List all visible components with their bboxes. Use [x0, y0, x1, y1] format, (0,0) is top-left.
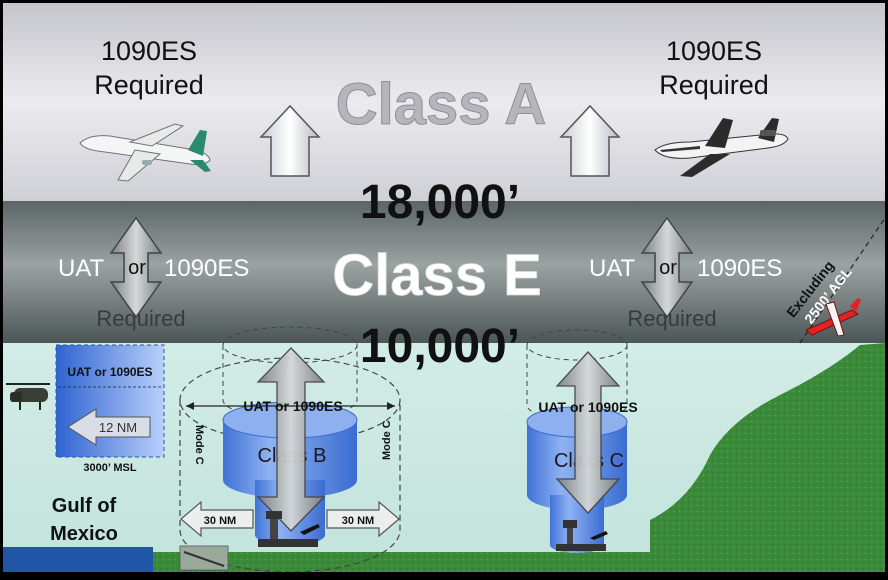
- class-e-right-required: Required: [627, 306, 716, 331]
- altitude-10000: 10,000’: [360, 320, 520, 373]
- gulf-distance-arrow: [67, 408, 151, 446]
- altitude-18000: 18,000’: [360, 176, 520, 229]
- control-tower-icon: [556, 520, 608, 551]
- gulf-msl: 3000’ MSL: [83, 462, 136, 474]
- gulf-airspace-box: [55, 344, 165, 458]
- class-b-double-arrow: [256, 347, 326, 532]
- dc10-icon: [654, 118, 789, 177]
- jetliner-icon: [79, 123, 211, 182]
- class-a-left-line2: Required: [94, 70, 204, 100]
- radius-right: 30 NM: [342, 515, 374, 527]
- gulf-box-label: UAT or 1090ES: [67, 365, 152, 379]
- class-a-up-arrow-right: [559, 104, 621, 177]
- radius-arrow-right: [326, 500, 400, 538]
- class-a-left-line1: 1090ES: [101, 36, 197, 66]
- class-c-equipment: UAT or 1090ES: [538, 399, 637, 415]
- class-e-band: [3, 201, 885, 343]
- helicopter-icon: [6, 383, 50, 410]
- small-plane-icon: [805, 298, 861, 337]
- mode-c-right: Mode C: [381, 420, 393, 460]
- class-a-band: [3, 3, 885, 201]
- radius-arrow-left: [180, 500, 254, 538]
- class-e-left-required: Required: [96, 306, 185, 331]
- class-e-left-1090es: 1090ES: [164, 255, 249, 282]
- radius-left: 30 NM: [204, 515, 236, 527]
- class-e-right-or: or: [659, 257, 677, 279]
- class-a-right-line2: Required: [659, 70, 769, 100]
- class-e-label: Class E: [332, 243, 542, 308]
- ground-strip: [153, 552, 653, 572]
- mode-c-left: Mode C: [193, 425, 205, 465]
- class-b-equipment: UAT or 1090ES: [243, 398, 342, 414]
- class-a-label: Class A: [336, 72, 547, 137]
- class-e-left-or: or: [128, 257, 146, 279]
- airport-icon: [179, 545, 229, 571]
- gulf-name-line1: Gulf of: [52, 495, 117, 517]
- class-e-left-uat: UAT: [58, 255, 105, 282]
- class-a-up-arrow-left: [259, 104, 321, 177]
- land-mass: [650, 343, 885, 572]
- class-a-right-line1: 1090ES: [666, 36, 762, 66]
- class-e-right-uat: UAT: [589, 255, 636, 282]
- gulf-name-line2: Mexico: [50, 523, 118, 545]
- class-e-double-arrow-left: [109, 216, 163, 319]
- gulf-water: [3, 547, 153, 572]
- class-e-double-arrow-right: [640, 216, 694, 319]
- control-tower-icon: [258, 511, 320, 547]
- gulf-distance: 12 NM: [99, 420, 137, 435]
- class-c-double-arrow: [555, 351, 621, 514]
- agl-boundary-line: [799, 217, 886, 344]
- class-e-right-1090es: 1090ES: [697, 255, 782, 282]
